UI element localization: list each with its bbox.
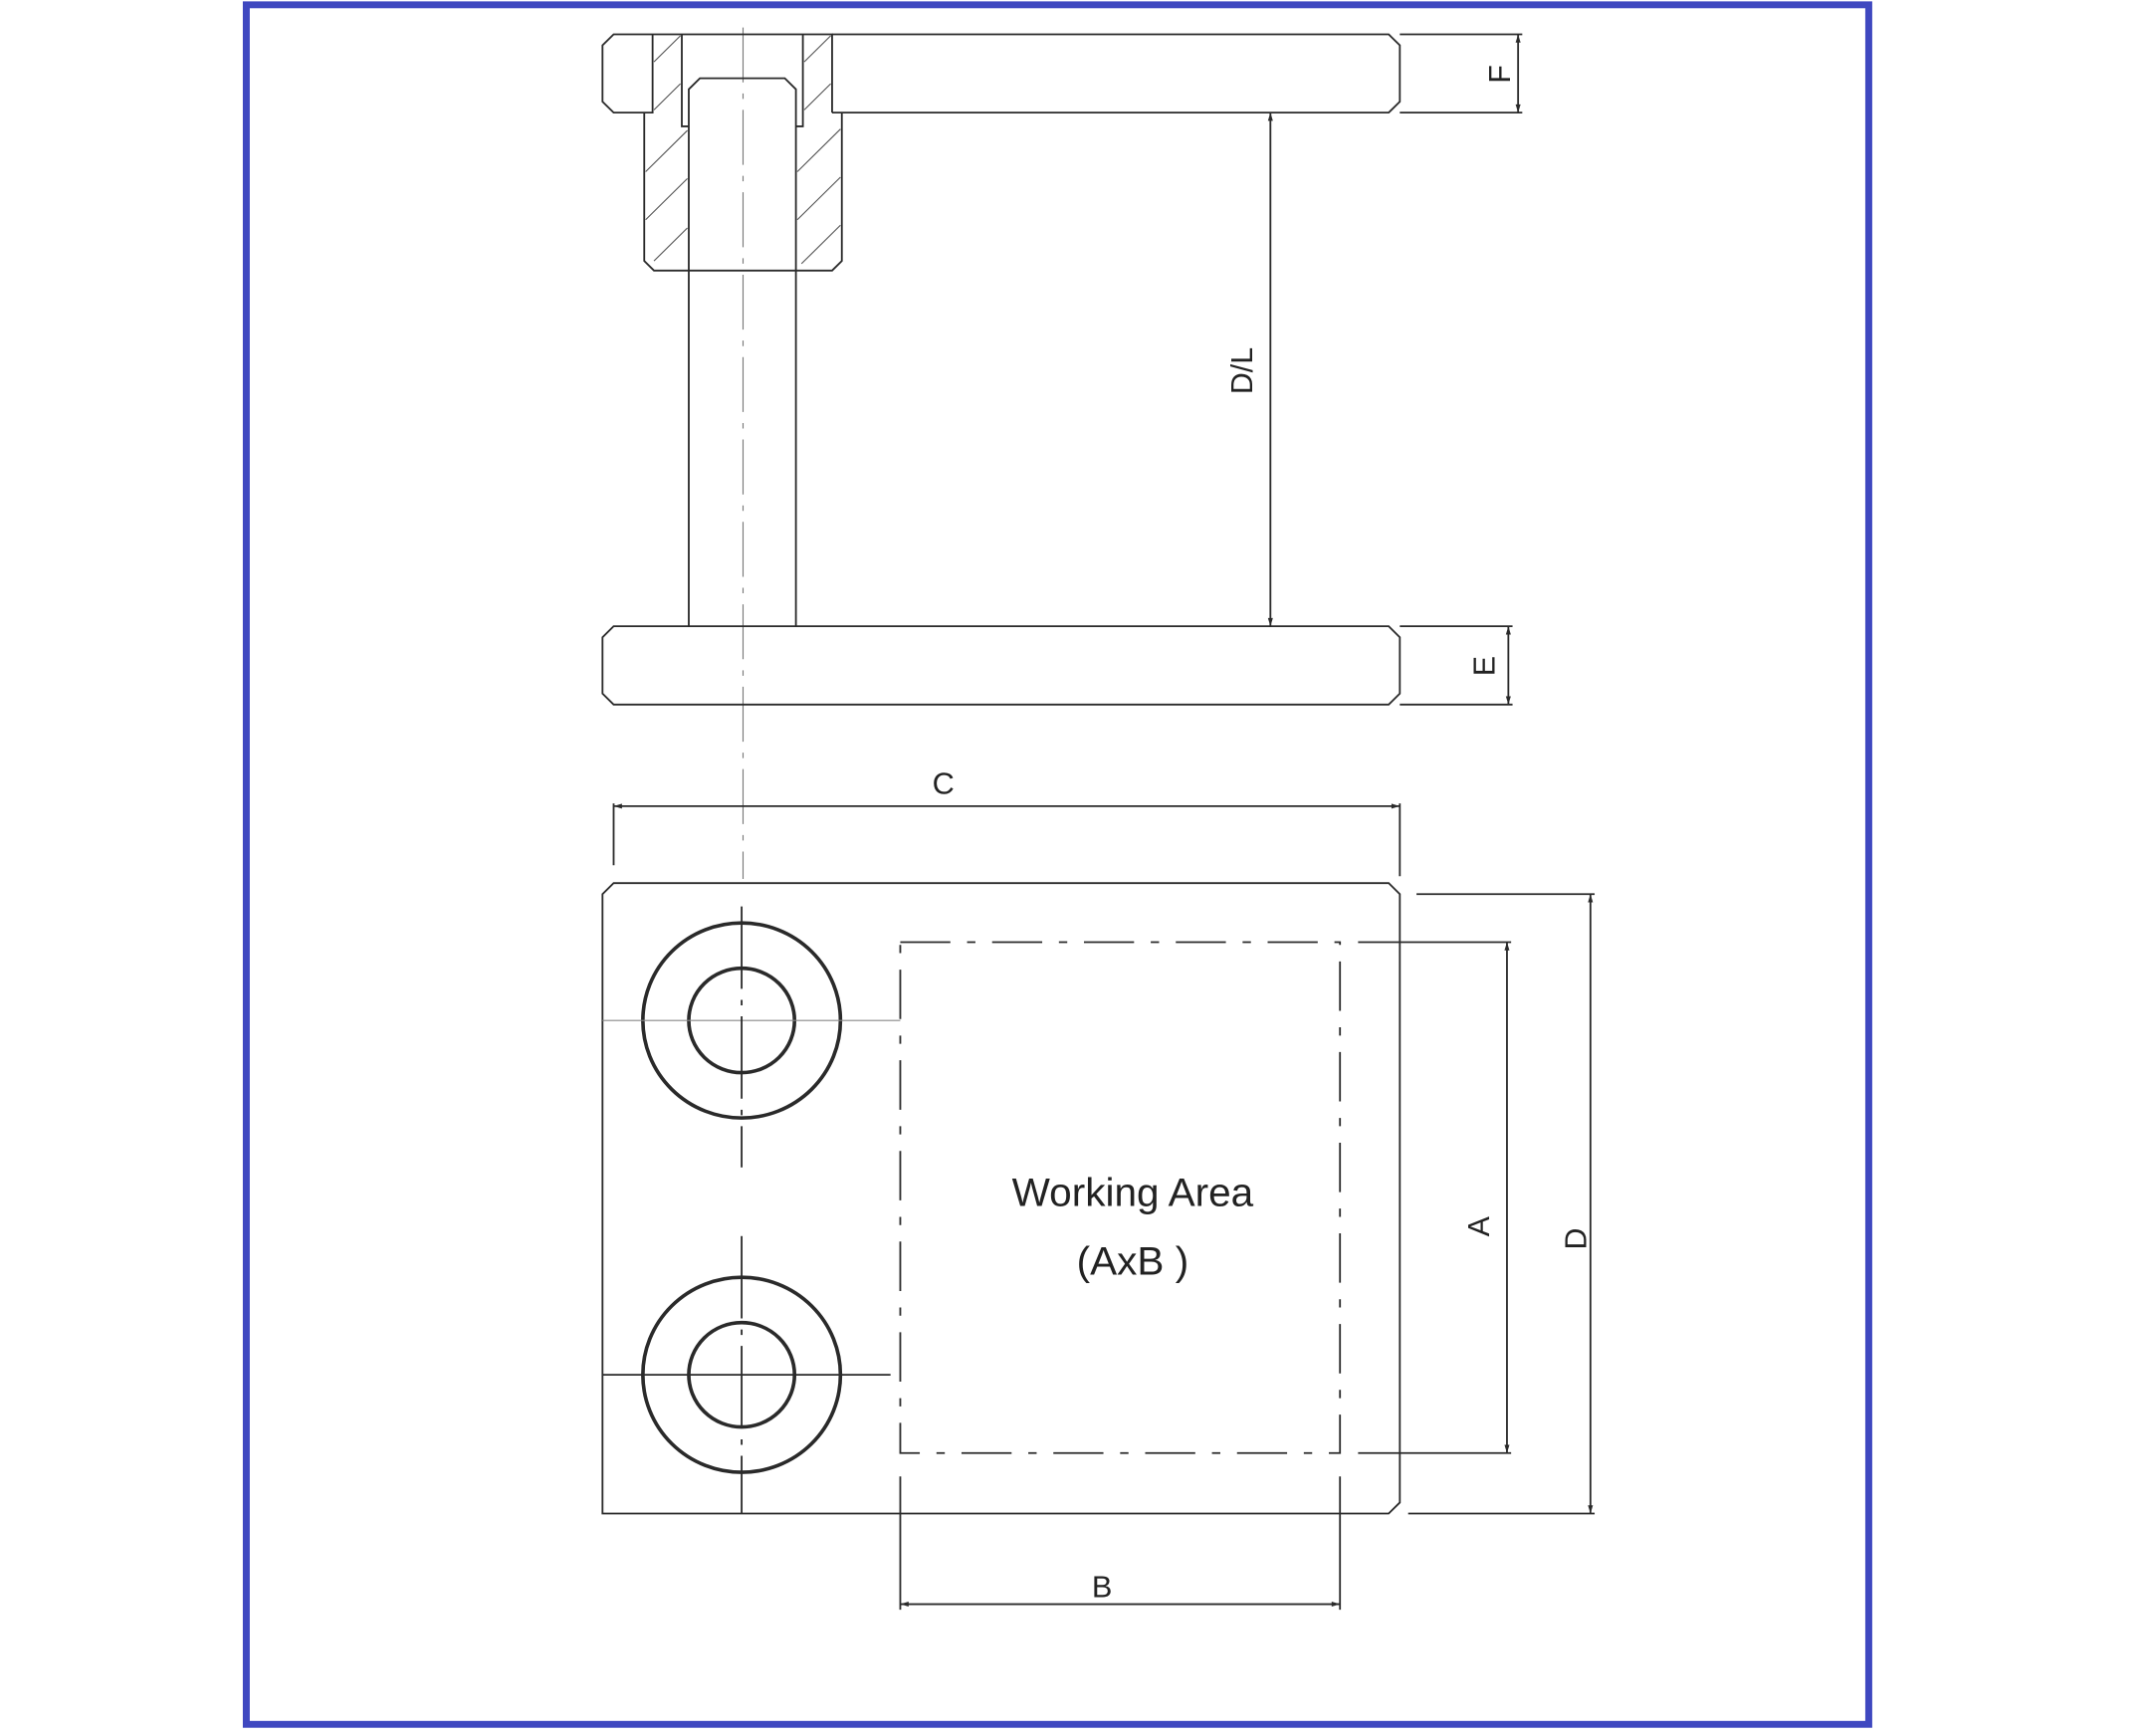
- hatching: [645, 35, 841, 265]
- frame-border: [242, 1, 1872, 1728]
- nut: [643, 34, 843, 272]
- dim-label-b: B: [1092, 1571, 1113, 1605]
- dim-label-dl: D/L: [1225, 347, 1259, 394]
- dim-label-c: C: [933, 767, 955, 801]
- side-view: F D/L E: [601, 27, 1523, 880]
- pillar: [688, 77, 797, 627]
- dim-label-d: D: [1559, 1228, 1593, 1250]
- dim-label-a: A: [1462, 1215, 1496, 1236]
- hole-bottom: [602, 1235, 891, 1514]
- working-area-title: Working Area: [1012, 1171, 1254, 1215]
- dim-label-e: E: [1467, 656, 1501, 676]
- base-plate: [601, 882, 1401, 1515]
- hole-top: [602, 906, 901, 1168]
- bottom-plate: [601, 625, 1401, 706]
- bolt-head: [601, 33, 833, 114]
- dim-label-f: F: [1483, 65, 1517, 84]
- working-area-outline: [899, 941, 1342, 1454]
- top-plate: [831, 33, 1401, 114]
- working-area-subtitle: (AxB ): [1077, 1239, 1189, 1284]
- plan-view: C Working Area (AxB ) A D B: [601, 767, 1596, 1611]
